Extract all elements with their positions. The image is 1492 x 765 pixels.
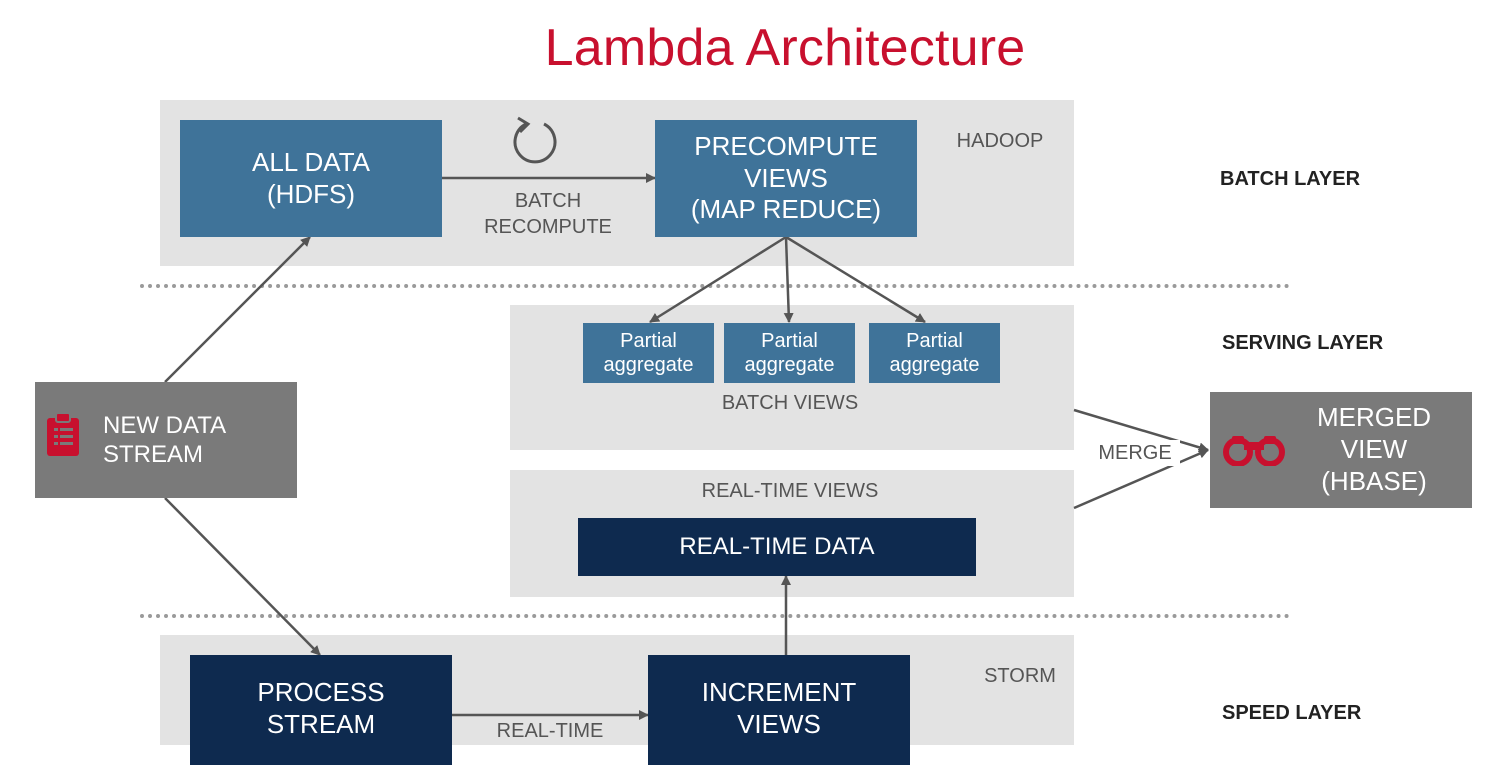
- hadoop-label: HADOOP: [956, 130, 1044, 152]
- storm-label: STORM: [984, 665, 1056, 687]
- partial-aggregate-3: Partial aggregate: [869, 323, 1000, 383]
- merge-line-realtime: [1073, 448, 1209, 510]
- all-data-box: ALL DATA (HDFS): [180, 120, 442, 237]
- batch-recompute-label: BATCH RECOMPUTE: [470, 188, 626, 240]
- process-line-2: STREAM: [266, 708, 376, 739]
- precompute-line-2: VIEWS: [744, 162, 828, 193]
- new-data-stream-box: NEW DATA STREAM: [35, 382, 297, 498]
- increment-line-1: INCREMENT: [701, 677, 857, 707]
- connector-lines: [164, 173, 1209, 720]
- new-data-line-1: NEW DATA: [103, 411, 227, 439]
- process-line-1: PROCESS: [257, 677, 385, 707]
- merged-line-1: MERGED: [1316, 402, 1432, 433]
- batch-serving-separator: [140, 284, 1290, 288]
- partial-2-line-1: Partial: [761, 330, 818, 352]
- merge-line-batch: [1073, 408, 1209, 453]
- all-data-line-2: (HDFS): [266, 178, 356, 209]
- speed-layer-label: SPEED LAYER: [1222, 702, 1362, 724]
- partial-3-line-1: Partial: [906, 330, 963, 352]
- batch-layer-label: BATCH LAYER: [1220, 168, 1361, 190]
- arrow-precompute-to-partial-1: [649, 235, 787, 324]
- batch-recompute-line-2: RECOMPUTE: [484, 216, 612, 238]
- arrow-stream-to-alldata: [164, 236, 311, 383]
- process-stream-box: PROCESS STREAM: [190, 655, 452, 765]
- realtime-edge-label: REAL-TIME: [496, 720, 604, 742]
- partial-1-line-2: aggregate: [603, 354, 694, 376]
- merged-line-2: VIEW: [1340, 434, 1408, 465]
- refresh-icon: [508, 114, 564, 170]
- realtime-views-label: REAL-TIME VIEWS: [701, 480, 879, 502]
- batch-views-label: BATCH VIEWS: [721, 392, 859, 414]
- merged-line-3: (HBASE): [1321, 465, 1427, 496]
- merged-view-box: MERGED VIEW (HBASE): [1210, 392, 1472, 508]
- partial-2-line-2: aggregate: [744, 354, 835, 376]
- arrow-precompute-to-partial-3: [785, 235, 926, 324]
- arrow-precompute-to-partial-2: [783, 236, 794, 323]
- serving-speed-separator: [140, 614, 1290, 618]
- precompute-line-1: PRECOMPUTE: [694, 130, 878, 161]
- arrow-stream-to-process: [164, 497, 321, 656]
- partial-1-line-1: Partial: [620, 330, 677, 352]
- new-data-line-2: STREAM: [103, 441, 204, 468]
- increment-views-box: INCREMENT VIEWS: [648, 655, 910, 765]
- partial-3-line-2: aggregate: [889, 354, 980, 376]
- batch-recompute-line-1: BATCH: [514, 190, 582, 212]
- partial-aggregate-1: Partial aggregate: [583, 323, 714, 383]
- binoculars-icon: [1222, 434, 1286, 474]
- partial-aggregate-2: Partial aggregate: [724, 323, 855, 383]
- clipboard-icon: [45, 412, 81, 465]
- diagram-title: Lambda Architecture: [544, 19, 1026, 77]
- precompute-views-box: PRECOMPUTE VIEWS (MAP REDUCE): [655, 120, 917, 237]
- merge-label: MERGE: [1090, 440, 1180, 466]
- all-data-line-1: ALL DATA: [251, 146, 370, 177]
- realtime-data-box: REAL-TIME DATA: [578, 518, 976, 576]
- precompute-line-3: (MAP REDUCE): [690, 194, 882, 225]
- increment-line-2: VIEWS: [737, 708, 821, 739]
- serving-layer-label: SERVING LAYER: [1222, 332, 1384, 354]
